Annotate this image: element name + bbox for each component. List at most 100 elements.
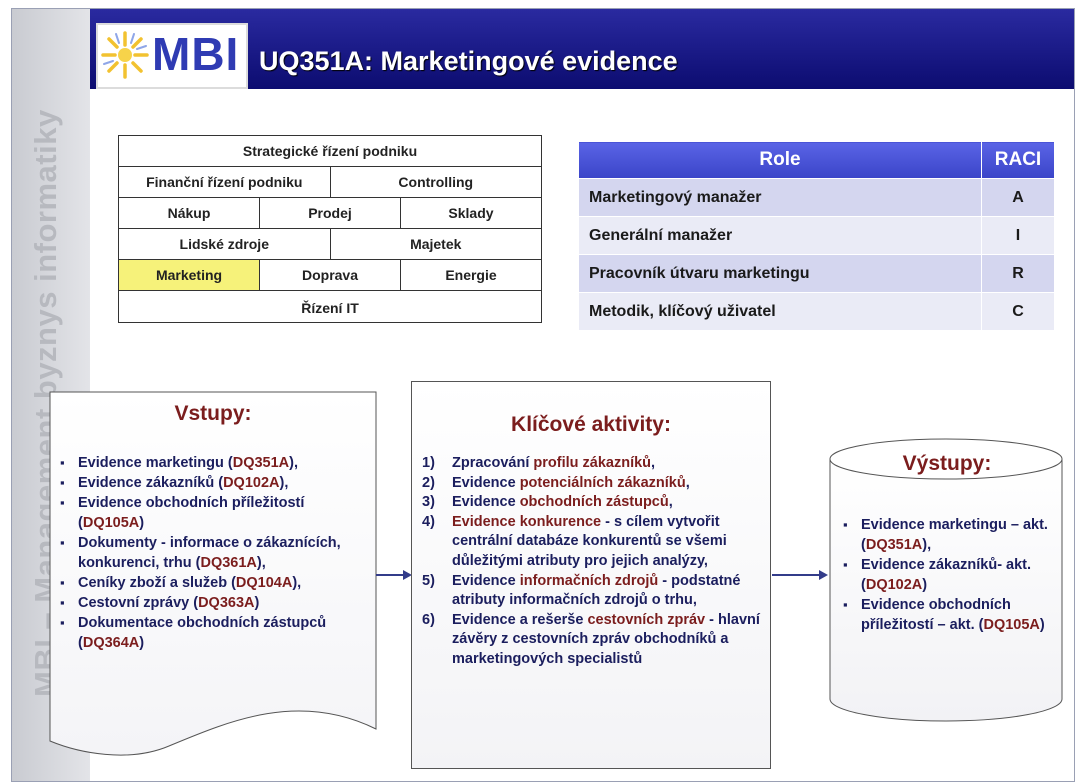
outputs-item-code: DQ102A (865, 577, 923, 593)
activity-post: , (668, 494, 673, 511)
activity-number: 5) (422, 572, 435, 589)
inputs-item-tail: ), (289, 455, 298, 471)
inputs-list: Evidence marketingu (DQ351A),Evidence zá… (56, 453, 366, 653)
activity-pre: Evidence (452, 494, 520, 511)
function-cell: Prodej (260, 198, 401, 228)
function-grid-row: Řízení IT (119, 291, 541, 324)
activity-number: 1) (422, 455, 435, 471)
function-cell: Nákup (119, 198, 260, 228)
outputs-item-text: Evidence obchodních příležitostí – akt. … (861, 597, 1011, 633)
inputs-item-text: Dokumentace obchodních zástupců ( (78, 615, 327, 651)
inputs-item-code: DQ105A (82, 515, 140, 531)
activity-post: , (685, 474, 690, 491)
function-cell: Controlling (398, 174, 474, 190)
outputs-item-tail: ) (1039, 617, 1045, 633)
sun-logo-icon (101, 31, 149, 79)
inputs-item: Cestovní zprávy (DQ363A) (56, 593, 366, 613)
activity-number: 6) (422, 611, 435, 628)
outputs-item-text: Evidence marketingu – akt. ( (861, 517, 1048, 553)
activity-hi: informačních zdrojů (519, 572, 659, 589)
activities-list: 1) Zpracování profilu zákazníků, 2) Evidenc… (422, 454, 760, 670)
inputs-item: Ceníky zboží a služeb (DQ104A), (56, 573, 366, 593)
raci-header-raci: RACI (981, 141, 1055, 179)
inputs-item-code: DQ361A (200, 555, 257, 571)
inputs-item-code: DQ102A (223, 475, 280, 491)
outputs-item-tail: ), (922, 537, 932, 553)
outputs-item: Evidence marketingu – akt. (DQ351A), (839, 515, 1054, 555)
arrowhead-outputs (819, 570, 828, 580)
function-cell: Energie (445, 267, 497, 283)
inputs-item-text: Ceníky zboží a služeb ( (78, 575, 236, 591)
function-cell: Sklady (448, 205, 494, 221)
outputs-item-code: DQ351A (865, 537, 923, 553)
activity-number: 4) (422, 513, 435, 530)
inputs-item: Evidence obchodních příležitostí (DQ105A… (56, 493, 366, 533)
inputs-item-code: DQ104A (235, 575, 293, 591)
activity-item: 4) Evidence konkurence - s cílem vytvořit… (422, 513, 760, 572)
outputs-item-code: DQ105A (983, 617, 1040, 633)
activity-post: , (651, 455, 656, 471)
activity-hi: cestovních zpráv (587, 611, 706, 628)
outputs-item-text: Evidence zákazníků- akt. ( (861, 557, 1032, 593)
inputs-title: Vstupy: (174, 402, 252, 425)
activity-item: 5) Evidence informačních zdrojů - podstat… (422, 572, 760, 611)
logo-text: MBI (152, 28, 240, 80)
raci-value: R (981, 254, 1055, 293)
function-cell: Řízení IT (301, 299, 359, 316)
inputs-item-code: DQ364A (82, 635, 140, 651)
outputs-item: Evidence zákazníků- akt. (DQ102A) (839, 555, 1054, 595)
inputs-panel: Vstupy: (49, 391, 377, 437)
arrow-activities-to-outputs (772, 574, 820, 576)
arrow-inputs-to-activities (376, 574, 404, 576)
outputs-item-tail: ) (922, 577, 928, 593)
inputs-item: Evidence marketingu (DQ351A), (56, 453, 366, 473)
activity-hi: Evidence konkurence (452, 513, 602, 530)
inputs-item-text: Evidence marketingu ( (78, 455, 233, 471)
raci-role: Generální manažer (578, 216, 982, 255)
activity-pre: Evidence a rešerše (452, 611, 588, 628)
inputs-item-text: Dokumenty - informace o zákaznících, kon… (78, 535, 341, 571)
activity-hi: obchodních zástupců (519, 494, 669, 511)
slide: MBI – Management byznys informatiky MBI … (11, 8, 1075, 782)
function-cell: Doprava (260, 260, 401, 290)
activity-pre: Zpracování (452, 455, 534, 471)
inputs-item-text: Cestovní zprávy ( (78, 595, 199, 611)
inputs-item-tail: ) (139, 515, 145, 531)
inputs-item: Dokumentace obchodních zástupců (DQ364A) (56, 613, 366, 653)
activities-title: Klíčové aktivity: (511, 413, 671, 436)
activity-post: - podstatné atributy informačních zdrojů… (452, 572, 741, 609)
activity-number: 3) (422, 494, 435, 511)
outputs-list: Evidence marketingu – akt. (DQ351A),Evid… (839, 515, 1054, 635)
raci-value: C (981, 292, 1055, 331)
raci-value: I (981, 216, 1055, 255)
inputs-item-code: DQ351A (232, 455, 290, 471)
activity-pre: Evidence (452, 572, 520, 589)
logo: MBI (96, 23, 248, 89)
activity-hi: profilu zákazníků (533, 455, 652, 471)
function-cell: Majetek (410, 236, 462, 252)
raci-role: Marketingový manažer (578, 178, 982, 217)
activity-post: - hlavní závěry z cestovních zpráv obcho… (452, 611, 760, 667)
function-cell: Marketing (119, 260, 260, 290)
activity-number: 2) (422, 474, 435, 491)
inputs-item-text: Evidence obchodních příležitostí ( (78, 495, 305, 531)
activity-hi: potenciálních zákazníků (519, 474, 686, 491)
inputs-item-tail: ) (139, 635, 145, 651)
outputs-title: Výstupy: (902, 452, 992, 475)
inputs-item-tail: ), (256, 555, 266, 571)
activity-post: - s cílem vytvořit centrální databáze ko… (452, 513, 727, 569)
inputs-item: Evidence zákazníků (DQ102A), (56, 473, 366, 493)
raci-role: Pracovník útvaru marketingu (578, 254, 982, 293)
title-bar (90, 9, 1074, 89)
raci-header-row: Role RACI (578, 141, 1055, 179)
activity-item: 6) Evidence a rešerše cestovních zpráv - … (422, 611, 760, 670)
